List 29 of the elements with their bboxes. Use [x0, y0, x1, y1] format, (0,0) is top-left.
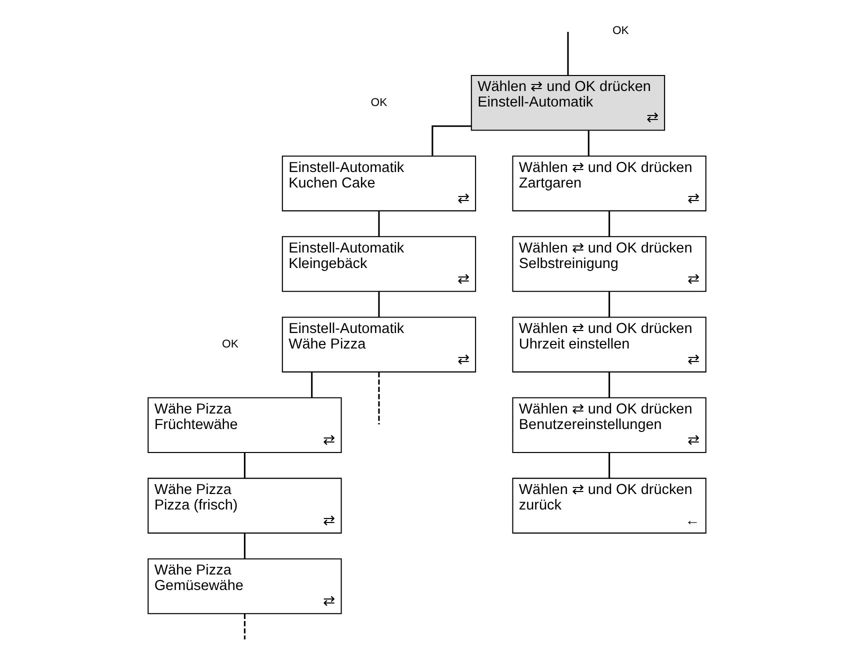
node-box: Wähe Pizza Früchtewähe ⇄: [148, 397, 342, 454]
connector: [567, 32, 569, 76]
node-box: Einstell-Automatik Wähe Pizza ⇄: [282, 316, 476, 372]
connector: [311, 372, 313, 398]
connector: [244, 614, 246, 640]
connector: [588, 130, 590, 156]
label: OK: [222, 338, 238, 350]
connector: [432, 125, 472, 156]
connector: [608, 292, 610, 318]
node-box: Wählen ⇄ und OK drücken Selbstreinigung ⇄: [512, 236, 706, 292]
label: OK: [612, 25, 629, 37]
node-box: Wählen ⇄ und OK drücken Uhrzeit einstellen ⇄: [512, 316, 706, 372]
label: OK: [370, 96, 388, 109]
node-box: Wählen ⇄ und OK drücken Einstell-Automatik ⇄: [470, 75, 666, 131]
node-box: Wählen ⇄ und OK drücken zurück ←: [512, 478, 706, 534]
connector: [378, 292, 380, 318]
connector: [608, 372, 610, 398]
node-box: Wähe Pizza Pizza (frisch) ⇄: [148, 478, 342, 534]
node-box: Wählen ⇄ und OK drücken Benutzereinstellungen ⇄: [512, 397, 706, 454]
connector: [244, 452, 246, 478]
connector: [244, 533, 246, 559]
node-box: Einstell-Automatik Kuchen Cake ⇄: [282, 156, 476, 212]
node-box: Wähe Pizza Gemüsewähe ⇄: [148, 558, 342, 614]
connector: [608, 452, 610, 478]
connector: [378, 372, 380, 424]
connector: [378, 211, 380, 236]
node-box: Einstell-Automatik Kleingebäck ⇄: [282, 236, 476, 292]
connector: [608, 211, 610, 236]
node-box: Wählen ⇄ und OK drücken Zartgaren ⇄: [512, 156, 706, 212]
